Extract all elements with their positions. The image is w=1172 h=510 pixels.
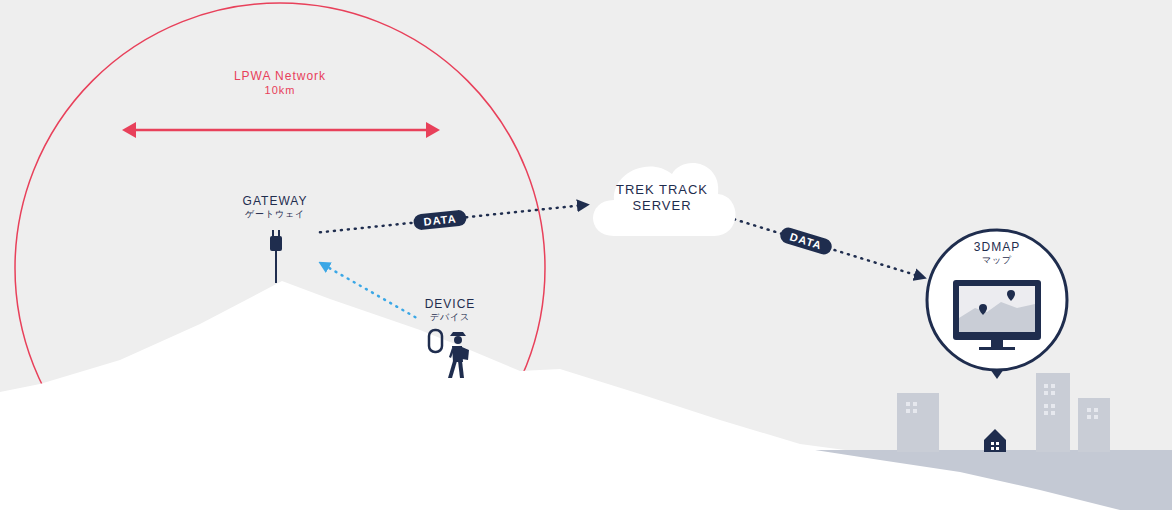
node-subtitle: 10km [265, 84, 296, 98]
server-cloud: TREK TRACK SERVER [580, 148, 744, 246]
node-title: 3DMAP [974, 240, 1020, 255]
data-flow-arrow [727, 217, 924, 278]
range-arrow [122, 122, 440, 138]
node-title: TREK TRACK SERVER [606, 182, 718, 215]
node-subtitle: デバイス [430, 312, 470, 323]
mountain [0, 281, 1172, 510]
hiker [448, 332, 469, 378]
node-subtitle: マップ [982, 255, 1012, 266]
building-windows [906, 384, 1098, 419]
device-node: DEVICEデバイス [418, 293, 482, 381]
gateway-node: GATEWAYゲートウェイ [233, 190, 317, 284]
node-title: LPWA Network [234, 69, 326, 84]
network-region: LPWA Network10kmGATEWAYゲートウェイ DEVICEデバイス [15, 3, 545, 510]
cloud-outline [593, 163, 736, 236]
device-icon [429, 330, 442, 352]
node-title: DEVICE [425, 297, 476, 312]
node-subtitle: ゲートウェイ [245, 209, 305, 220]
buildings [897, 373, 1110, 452]
data-flow-arrow [320, 205, 587, 233]
map-callout [927, 230, 1067, 379]
ground [815, 450, 1172, 510]
gateway-icon [270, 230, 282, 283]
data-flow-arrow [320, 263, 415, 317]
map-circle: 3DMAPマップ [925, 228, 1069, 372]
house [984, 429, 1006, 452]
node-title: GATEWAY [243, 194, 308, 209]
